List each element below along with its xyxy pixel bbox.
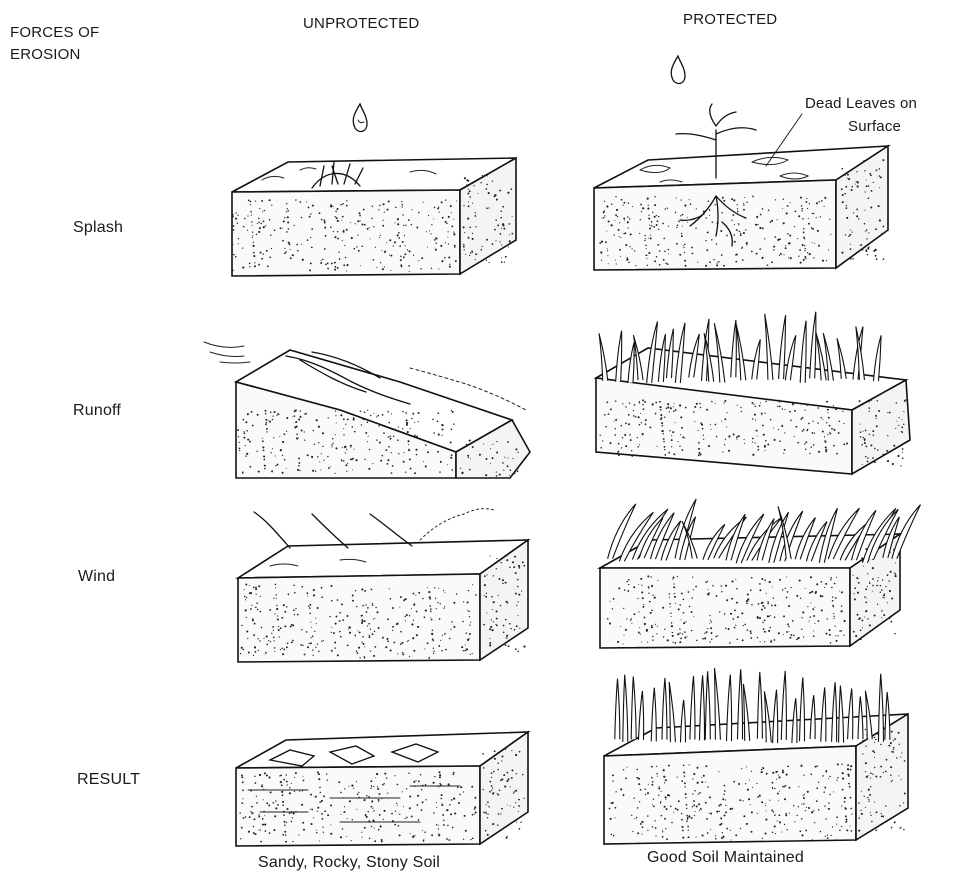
protected-runoff-block xyxy=(596,312,910,474)
unprotected-raindrop-icon xyxy=(353,104,367,131)
protected-wind-block xyxy=(600,499,921,648)
protected-splash-block xyxy=(594,104,888,270)
unprotected-splash-block xyxy=(231,158,516,276)
unprotected-runoff-block xyxy=(204,342,530,478)
unprotected-wind-block xyxy=(238,509,528,662)
protected-raindrop-icon xyxy=(671,56,685,83)
unprotected-result-block xyxy=(236,732,528,846)
protected-result-block xyxy=(604,668,908,844)
